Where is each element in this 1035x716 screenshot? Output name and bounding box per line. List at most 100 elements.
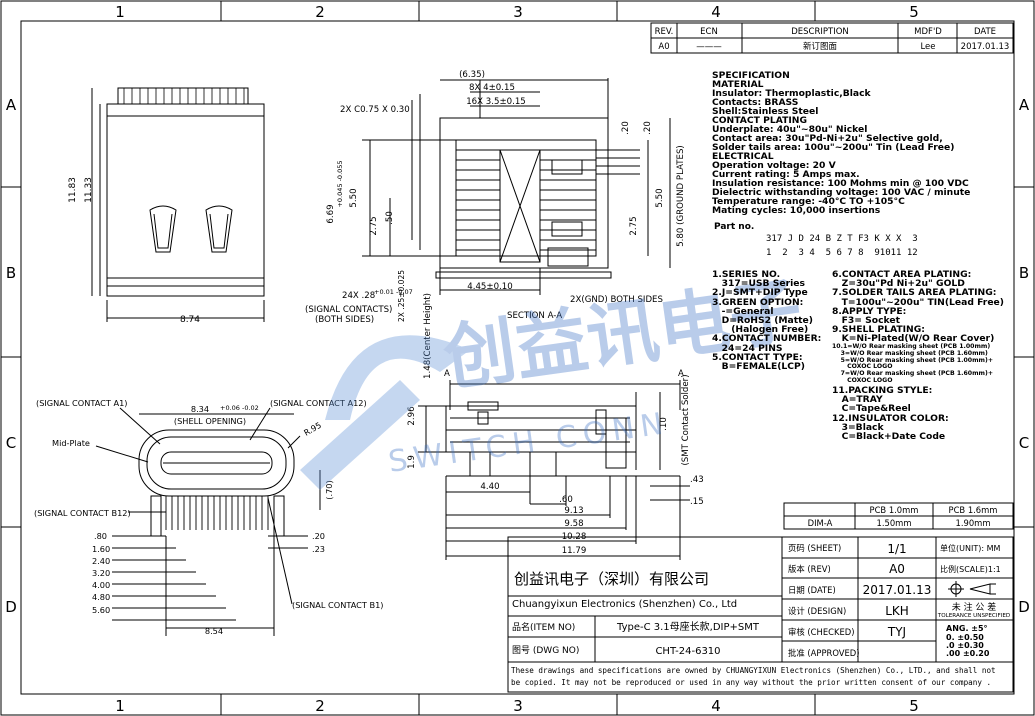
rev-value: A0: [889, 562, 905, 576]
options-tail: 11.PACKING STYLE: A=TRAY C=Tape&Reel 12.…: [832, 386, 949, 441]
sheet-value: 1/1: [887, 542, 906, 556]
opt-l-2: 2.J=SMT+DIP Type: [712, 287, 808, 299]
options-left: 1.SERIES NO. 317=USB Series 2.J=SMT+DIP …: [712, 270, 821, 371]
opt-r-5: F3= Socket: [832, 315, 901, 327]
spec-title: SPECIFICATION: [712, 70, 790, 81]
opt-l-5: D=RoHS2 (Matte): [712, 315, 813, 327]
company-cn: 创益讯电子（深圳）有限公司: [514, 570, 709, 588]
col-5-bottom: 5: [909, 697, 919, 715]
both-sides-label: (BOTH SIDES): [315, 315, 374, 325]
opt-r-2: 7.SOLDER TAILS AREA PLATING:: [832, 287, 997, 299]
dim-11-33: 11.33: [84, 177, 94, 203]
opt-s-1: 3=W/O Rear masking sheet (PCB 1.60mm): [832, 349, 988, 357]
row-a-right: A: [1019, 96, 1030, 114]
dim-4-40: 4.40: [480, 482, 499, 492]
row-d-left: D: [5, 598, 17, 616]
dwg-value: CHT-24-6310: [655, 646, 720, 657]
tol-label: 未 注 公 差: [952, 601, 997, 613]
pitch-5: 4.80: [92, 592, 110, 602]
front-view: [95, 407, 321, 636]
spec-line-6: Contact area: 30u"Pd-Ni+2u" Selective go…: [712, 133, 943, 144]
spec-line-2: Contacts: BRASS: [712, 97, 799, 108]
signal-contacts-label: (SIGNAL CONTACTS): [305, 305, 392, 315]
sig-b1-label: (SIGNAL CONTACT B1): [292, 600, 384, 610]
pitch-2: 2.40: [92, 556, 110, 566]
revision-table: [650, 22, 1014, 54]
col-2-top: 2: [315, 3, 325, 21]
sig-b12-label: (SIGNAL CONTACT B12): [34, 508, 131, 518]
spec-line-0: MATERIAL: [712, 79, 764, 90]
spec-line-8: ELECTRICAL: [712, 151, 774, 162]
tol-00: .0 ±0.30: [946, 641, 984, 650]
col-5-top: 5: [909, 3, 919, 21]
dim-23: .23: [312, 544, 325, 554]
spec-line-4: CONTACT PLATING: [712, 115, 808, 126]
spec-line-5: Underplate: 40u"~80u" Nickel: [712, 124, 868, 135]
col-3-bottom: 3: [513, 697, 523, 715]
opt-l-3: 3.GREEN OPTION:: [712, 296, 804, 308]
pitch-tol-label: 2X .25±0.025: [397, 270, 406, 322]
dim-table-r1: 1.50mm: [877, 518, 912, 528]
opt-s-5: COXOC LOGO: [832, 376, 893, 384]
col-1-bottom: 1: [115, 697, 125, 715]
dim-r95: R.95: [302, 420, 323, 438]
dim-50: .50: [385, 211, 395, 225]
opt-r-7: K=Ni-Plated(W/O Rear Cover): [832, 333, 995, 345]
ground-plates-label: 5.80 (GROUND PLATES): [676, 145, 686, 247]
opt-s-3: COXOC LOGO: [832, 363, 893, 371]
opt-t-2: C=Tape&Reel: [832, 403, 911, 415]
opt-t-5: C=Black+Date Code: [832, 431, 946, 443]
dim-6-69-tol: +0.045 -0.055: [336, 160, 344, 207]
dim-11-83: 11.83: [68, 177, 78, 203]
dwg-label: 图号 (DWG NO): [512, 645, 579, 656]
dim-2-75a: 2.75: [369, 216, 379, 235]
opt-r-3: T=100u"~200u" TIN(Lead Free): [832, 296, 1004, 308]
part-no-positions: 1 2 3 4 5 6 7 8 91011 12: [766, 248, 918, 258]
dim-table-r0: DIM-A: [808, 518, 833, 528]
spec-line-3: Shell:Stainless Steel: [712, 106, 819, 117]
spec-line-7: Solder tails area: 100u"~200u" Tin (Lead…: [712, 142, 955, 153]
options-small: 10.1=W/O Rear masking sheet (PCB 1.00mm)…: [832, 343, 993, 385]
rev-value-ecn: ———: [696, 42, 722, 52]
dim-2-75b: 2.75: [629, 216, 639, 235]
dim-8-54: 8.54: [205, 626, 223, 636]
sig-a12-label: (SIGNAL CONTACT A12): [270, 398, 367, 408]
spec-line-14: Mating cycles: 10,000 insertions: [712, 205, 881, 216]
dim-8x: 8X 4±0.15: [469, 83, 515, 93]
dim-11-79: 11.79: [562, 546, 587, 556]
pcb-dim-table: [783, 502, 1014, 530]
part-no-code: 317 J D 24 B Z T F3 K X X 3: [766, 234, 918, 244]
row-c-left: C: [6, 434, 16, 452]
section-view: [418, 380, 690, 560]
col-4-bottom: 4: [711, 697, 721, 715]
dim-9-13: 9.13: [564, 506, 583, 516]
side-view: [91, 87, 265, 322]
dim-15: .15: [690, 497, 704, 507]
dim-20b: .20: [643, 121, 653, 135]
spec-line-1: Insulator: Thermoplastic,Black: [712, 88, 871, 99]
opt-t-4: 3=Black: [832, 421, 884, 433]
opt-l-1: 317=USB Series: [712, 278, 805, 290]
date-label: 日期 (DATE): [788, 585, 836, 595]
tol-sub: TOLERANCE UNSPECIFIED: [937, 613, 1010, 619]
opt-l-7: 4.CONTACT NUMBER:: [712, 333, 822, 345]
dim-43: .43: [690, 475, 704, 485]
dim-20c: .20: [312, 531, 325, 541]
company-en: Chuangyixun Electronics (Shenzhen) Co., …: [512, 599, 737, 610]
rev-header-rev: REV.: [655, 27, 674, 37]
mid-plate-label: Mid-Plate: [52, 438, 90, 448]
top-view: [362, 78, 671, 295]
row-c-right: C: [1019, 434, 1029, 452]
col-1-top: 1: [115, 3, 125, 21]
checked-label: 审核 (CHECKED): [788, 627, 854, 637]
opt-s-0: 10.1=W/O Rear masking sheet (PCB 1.00mm): [832, 343, 991, 350]
col-2-bottom: 2: [315, 697, 325, 715]
pitch-0: .80: [94, 531, 107, 541]
dim-8-34-tol: +0.06 -0.02: [220, 404, 259, 412]
opt-r-1: Z=30u"Pd Ni+2u" GOLD: [832, 278, 965, 290]
opt-t-1: A=TRAY: [832, 394, 883, 406]
section-a-left: A: [444, 369, 450, 379]
part-no-label: Part no.: [714, 222, 755, 232]
opt-r-4: 8.APPLY TYPE:: [832, 305, 907, 317]
